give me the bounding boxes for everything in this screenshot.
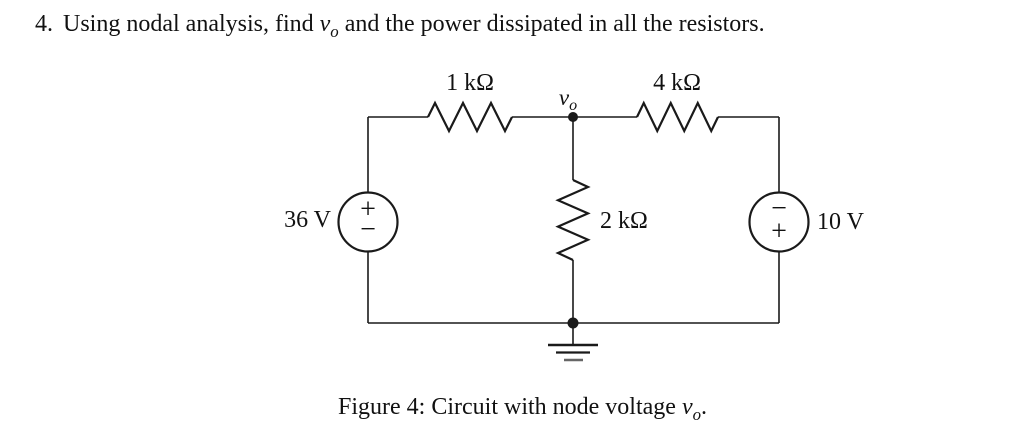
source-10v-minus-sign: − bbox=[771, 193, 787, 224]
resistor-2k-label: 2 kΩ bbox=[600, 208, 648, 234]
caption-variable-subscript: o bbox=[692, 404, 701, 424]
resistor-4k-symbol bbox=[636, 100, 719, 134]
problem-text-after: and the power dissipated in all the resi… bbox=[338, 11, 765, 37]
voltage-source-10v-symbol bbox=[748, 191, 810, 253]
caption-variable: v bbox=[681, 394, 693, 420]
voltage-source-36v-symbol bbox=[337, 191, 399, 253]
ground-node-dot bbox=[567, 317, 579, 329]
figure-caption: Figure 4: Circuit with node voltage vo. bbox=[338, 392, 707, 423]
circuit-wires bbox=[367, 116, 780, 345]
ground-icon bbox=[548, 343, 598, 362]
caption-text-after: . bbox=[701, 394, 707, 420]
resistor-1k-label: 1 kΩ bbox=[446, 70, 494, 96]
problem-variable: v bbox=[319, 11, 331, 37]
resistor-1k-symbol bbox=[427, 100, 513, 134]
source-36v-plus-sign: + bbox=[360, 194, 376, 225]
source-36v-label: 36 V bbox=[284, 207, 332, 233]
problem-statement: 4. Using nodal analysis, find vo and the … bbox=[35, 9, 765, 40]
problem-variable-subscript: o bbox=[330, 21, 339, 41]
node-vo-label: vo bbox=[559, 85, 577, 114]
source-10v-label: 10 V bbox=[817, 209, 865, 235]
caption-text-before: Figure 4: Circuit with node voltage bbox=[338, 394, 682, 420]
source-10v-plus-sign: + bbox=[771, 216, 787, 247]
node-vo-dot bbox=[568, 112, 578, 122]
source-36v-minus-sign: − bbox=[360, 214, 376, 245]
problem-text-before: Using nodal analysis, find bbox=[63, 11, 320, 37]
problem-number: 4. bbox=[35, 11, 53, 37]
resistor-2k-symbol bbox=[555, 179, 591, 261]
resistor-4k-label: 4 kΩ bbox=[653, 70, 701, 96]
